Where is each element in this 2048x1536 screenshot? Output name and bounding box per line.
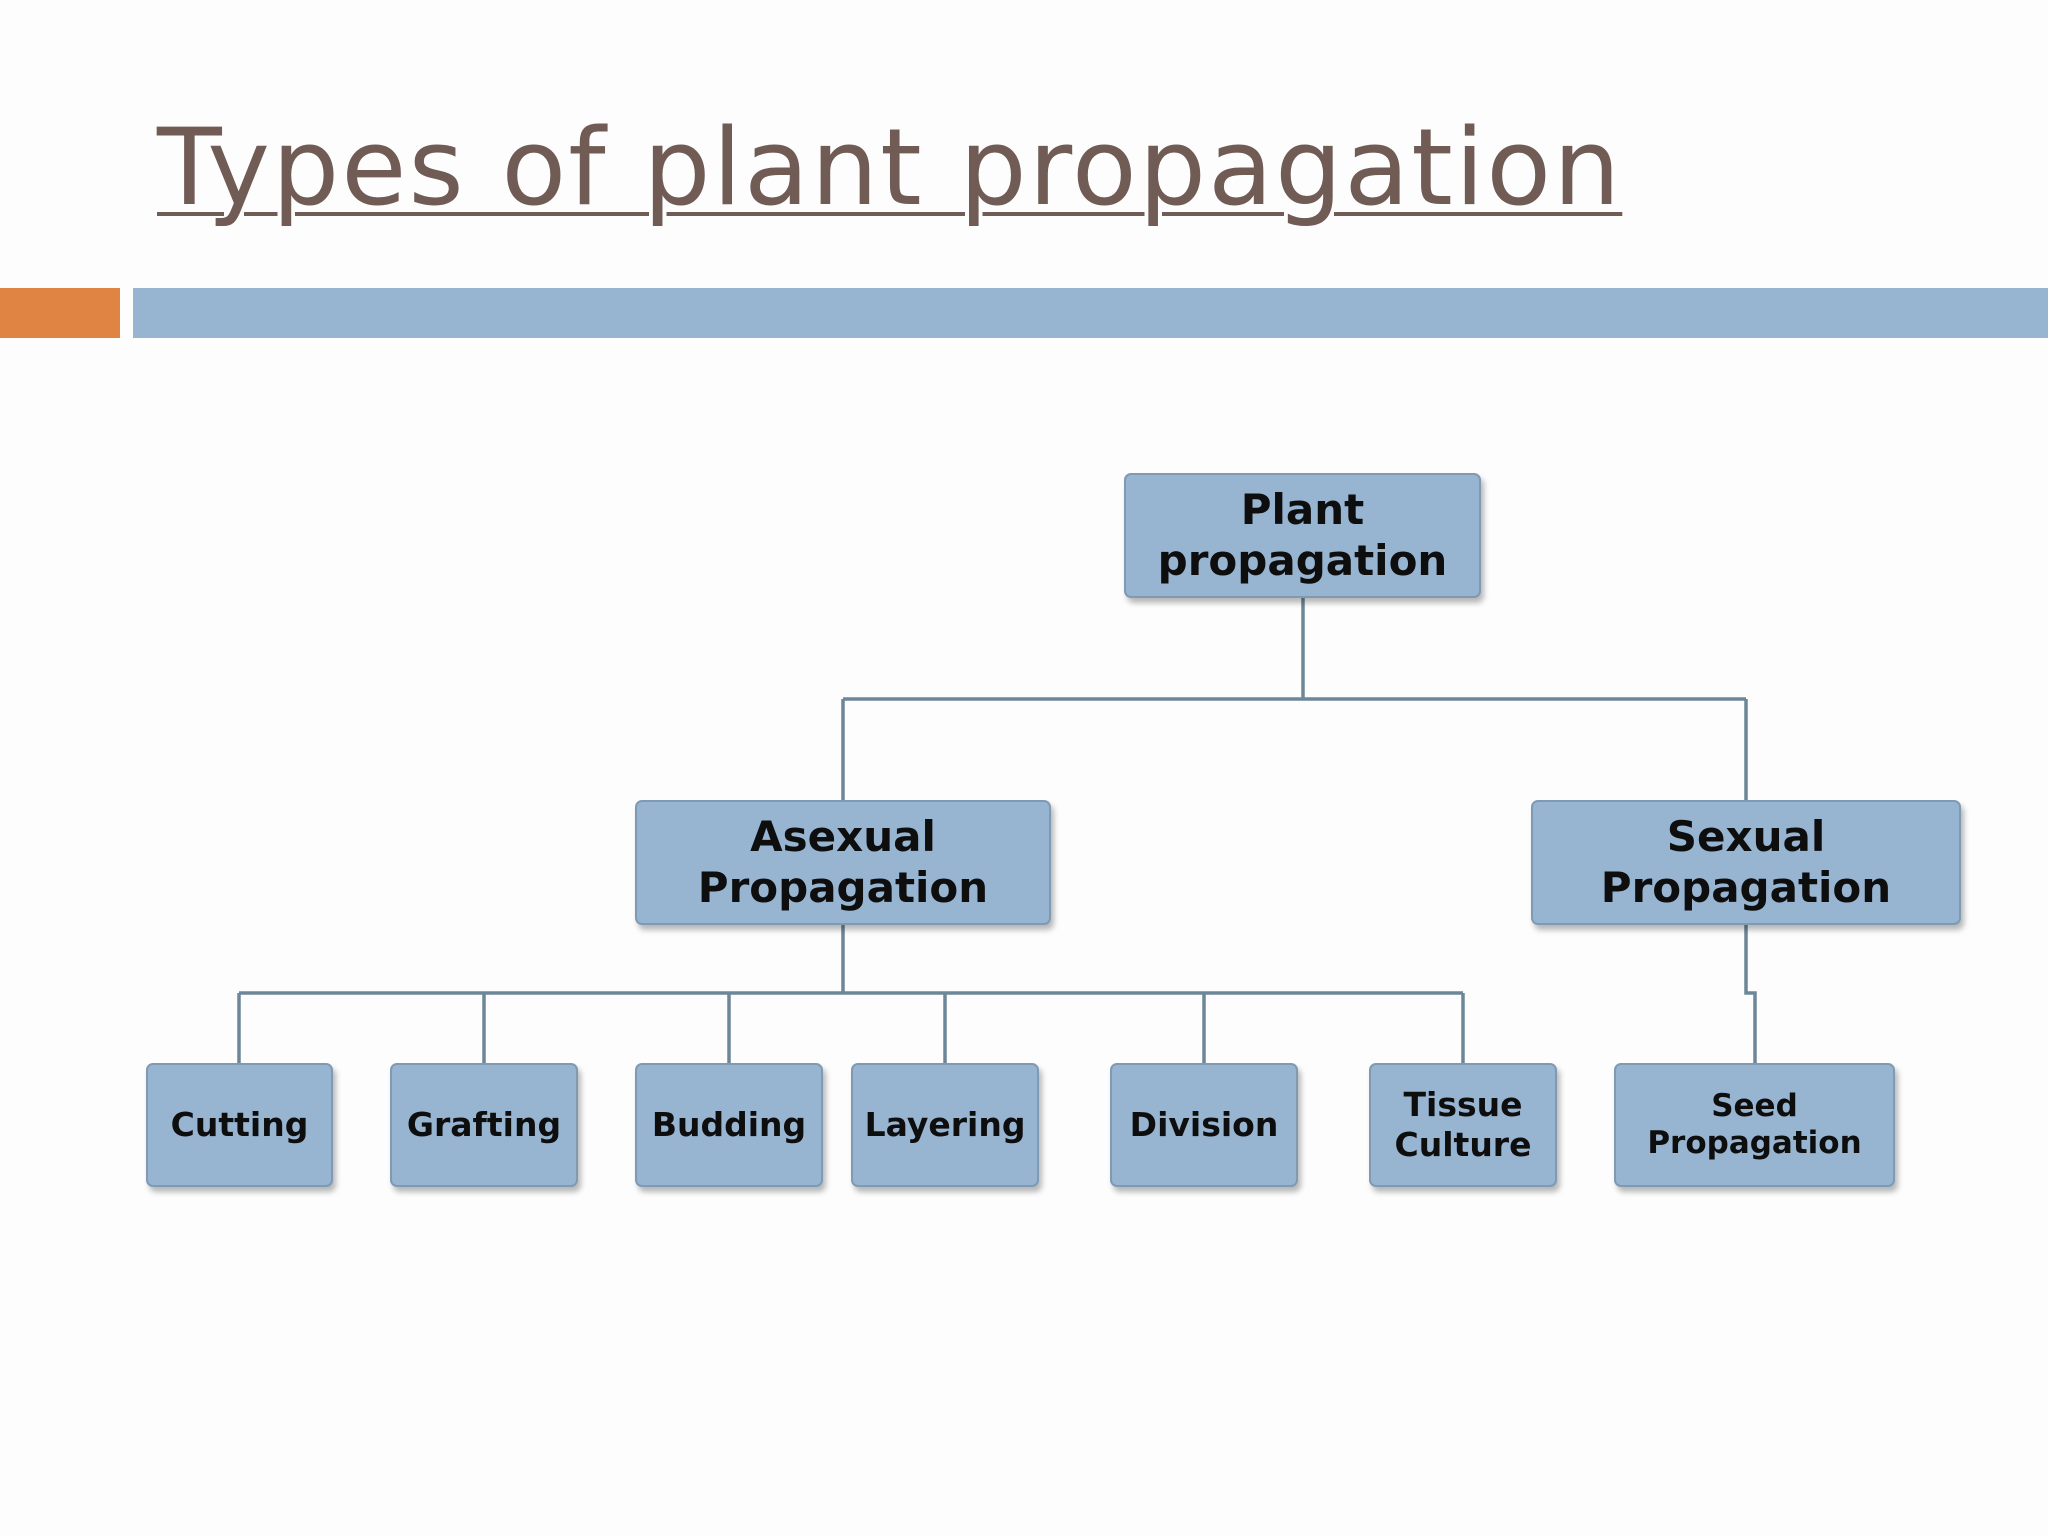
node-label: propagation	[1157, 535, 1448, 585]
node-label: Plant	[1240, 485, 1365, 535]
node-grafting: Grafting	[390, 1063, 578, 1187]
node-label: Propagation	[697, 862, 989, 912]
node-label: Cutting	[170, 1105, 309, 1145]
accent-bar-blue	[133, 288, 2048, 338]
node-tissue-culture: Tissue Culture	[1369, 1063, 1557, 1187]
node-seed-propagation: Seed Propagation	[1614, 1063, 1895, 1187]
node-label: Tissue	[1403, 1085, 1523, 1125]
node-label: Layering	[864, 1105, 1026, 1145]
slide-title: Types of plant propagation	[157, 106, 1623, 229]
connector-sexual-to-seed	[1744, 925, 1757, 1063]
connector-root-to-level1	[841, 598, 1748, 800]
node-layering: Layering	[851, 1063, 1039, 1187]
node-label: Propagation	[1600, 862, 1892, 912]
node-division: Division	[1110, 1063, 1298, 1187]
accent-bar-orange	[0, 288, 120, 338]
node-label: Asexual	[750, 812, 936, 862]
node-sexual-propagation: Sexual Propagation	[1531, 800, 1961, 925]
node-label: Budding	[651, 1105, 807, 1145]
node-label: Propagation	[1647, 1125, 1862, 1161]
node-label: Sexual	[1666, 812, 1826, 862]
node-asexual-propagation: Asexual Propagation	[635, 800, 1051, 925]
node-label: Grafting	[406, 1105, 562, 1145]
node-label: Division	[1129, 1105, 1279, 1145]
node-label: Culture	[1394, 1125, 1532, 1164]
node-budding: Budding	[635, 1063, 823, 1187]
connector-asexual-to-children	[237, 925, 1465, 1063]
node-cutting: Cutting	[146, 1063, 333, 1187]
node-label: Seed	[1711, 1087, 1798, 1124]
node-plant-propagation: Plant propagation	[1124, 473, 1481, 598]
